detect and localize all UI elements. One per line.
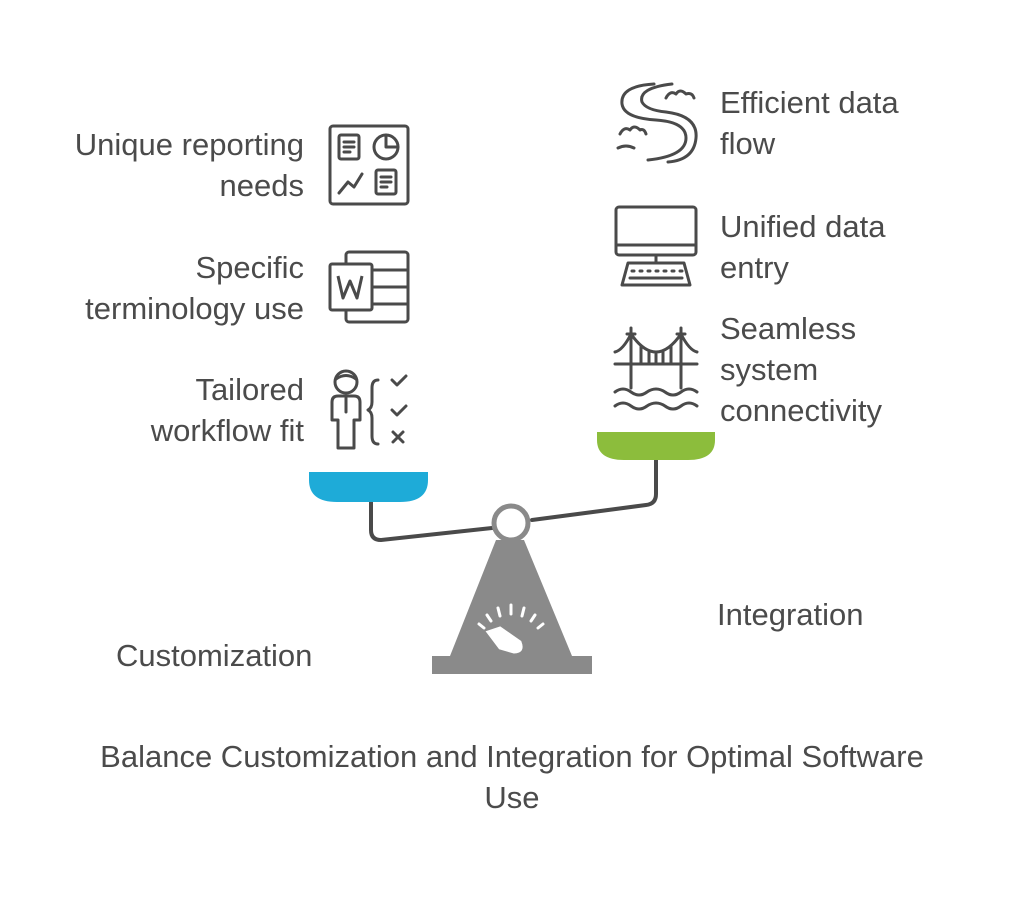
- caption-line: Use: [484, 780, 540, 815]
- gauge-icon: [477, 603, 545, 654]
- label-seamless-connectivity: Seamless system connectivity: [720, 308, 882, 431]
- diagram-caption: Balance Customization and Integration fo…: [0, 736, 1024, 818]
- river-icon: [614, 80, 698, 164]
- label-line: entry: [720, 250, 789, 285]
- label-line: workflow fit: [150, 413, 304, 448]
- report-dashboard-icon: [328, 124, 410, 206]
- label-line: Unique reporting: [74, 127, 304, 162]
- label-specific-terminology: Specific terminology use: [85, 247, 304, 329]
- scale-beam: [369, 458, 658, 543]
- label-line: needs: [219, 168, 304, 203]
- label-tailored-workflow: Tailored workflow fit: [151, 369, 304, 451]
- right-pan: [597, 432, 715, 460]
- customization-label: Customization: [116, 638, 313, 673]
- bridge-icon: [613, 326, 699, 412]
- label-line: Unified data: [720, 209, 886, 244]
- word-document-icon: [328, 250, 410, 324]
- label-line: terminology use: [85, 291, 304, 326]
- computer-terminal-icon: [614, 205, 698, 287]
- label-unified-data-entry: Unified data entry: [720, 206, 885, 288]
- scale-base: [432, 656, 592, 674]
- caption-line: Balance Customization and Integration fo…: [100, 739, 924, 774]
- person-checklist-icon: [326, 368, 414, 452]
- label-unique-reporting: Unique reporting needs: [75, 124, 304, 206]
- label-line: Seamless: [720, 311, 857, 346]
- label-line: Tailored: [195, 372, 304, 407]
- label-line: connectivity: [720, 393, 882, 428]
- label-line: flow: [720, 126, 776, 161]
- label-line: system: [720, 352, 819, 387]
- label-line: Specific: [195, 250, 304, 285]
- integration-label: Integration: [717, 597, 864, 632]
- left-pan: [309, 472, 428, 502]
- label-efficient-data-flow: Efficient data flow: [720, 82, 899, 164]
- label-line: Efficient data: [720, 85, 899, 120]
- scale-pivot: [491, 503, 531, 543]
